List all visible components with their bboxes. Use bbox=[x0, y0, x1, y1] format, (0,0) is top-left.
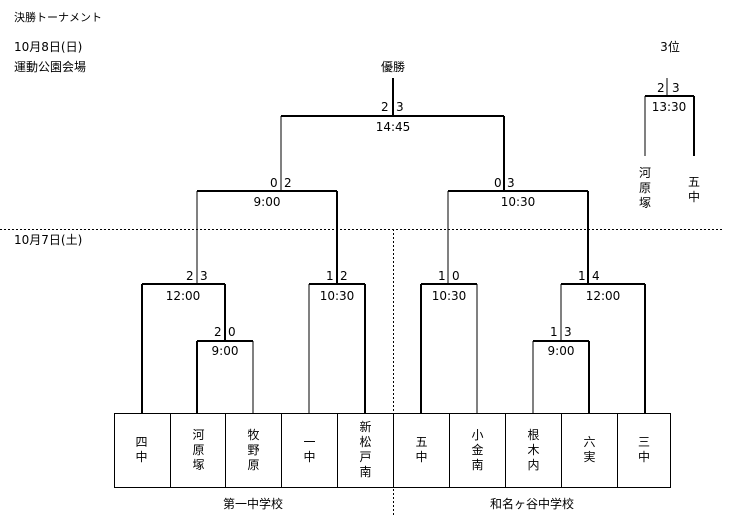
final-score-right: 3 bbox=[396, 100, 404, 114]
team-cell: 小金南 bbox=[449, 413, 505, 487]
qf4-time: 12:00 bbox=[585, 289, 621, 303]
qf2-time: 10:30 bbox=[319, 289, 355, 303]
qf1-score-left: 2 bbox=[186, 269, 194, 283]
team-table bbox=[114, 413, 671, 488]
team-cell: 牧野原 bbox=[225, 413, 281, 487]
third-score-right: 3 bbox=[672, 81, 680, 95]
qf1-score-right: 3 bbox=[200, 269, 208, 283]
venue-name: 運動公園会場 bbox=[14, 60, 87, 74]
semi2-score-left: 0 bbox=[494, 176, 502, 190]
team-name: 一中 bbox=[303, 435, 316, 464]
semi2-score-right: 3 bbox=[507, 176, 515, 190]
qf2-score-right: 2 bbox=[340, 269, 348, 283]
team-name: 根木内 bbox=[527, 427, 540, 472]
r1b-score-right: 3 bbox=[564, 325, 572, 339]
team-name: 五中 bbox=[415, 435, 428, 464]
team-name: 牧野原 bbox=[247, 427, 260, 472]
team-name: 三中 bbox=[637, 435, 650, 464]
final-time: 14:45 bbox=[375, 120, 411, 134]
team-name: 新松戸南 bbox=[359, 420, 372, 479]
semi1-time: 9:00 bbox=[253, 195, 281, 209]
r1b-score-left: 1 bbox=[550, 325, 558, 339]
qf3-time: 10:30 bbox=[431, 289, 467, 303]
semi1-score-left: 0 bbox=[270, 176, 278, 190]
championship-label: 優勝 bbox=[380, 60, 406, 74]
r1a-score-right: 0 bbox=[228, 325, 236, 339]
third-team-left: 河原塚 bbox=[638, 166, 651, 210]
team-name: 四中 bbox=[135, 435, 148, 464]
bracket-title: 決勝トーナメント bbox=[14, 11, 102, 24]
qf4-score-left: 1 bbox=[578, 269, 586, 283]
team-cell: 一中 bbox=[281, 413, 337, 487]
r1b-time: 9:00 bbox=[547, 344, 575, 358]
day2-date: 10月8日(日) bbox=[14, 40, 83, 54]
team-cell: 五中 bbox=[393, 413, 449, 487]
qf4-score-right: 4 bbox=[592, 269, 600, 283]
qf3-score-left: 1 bbox=[438, 269, 446, 283]
qf3-score-right: 0 bbox=[452, 269, 460, 283]
team-cell: 新松戸南 bbox=[337, 413, 393, 487]
r1a-score-left: 2 bbox=[214, 325, 222, 339]
venue-left-label: 第一中学校 bbox=[222, 497, 284, 511]
day1-date: 10月7日(土) bbox=[14, 233, 83, 247]
semi2-time: 10:30 bbox=[500, 195, 536, 209]
team-cell: 三中 bbox=[617, 413, 670, 487]
final-score-left: 2 bbox=[381, 100, 389, 114]
third-time: 13:30 bbox=[651, 100, 687, 114]
team-cell: 四中 bbox=[114, 413, 169, 487]
qf1-time: 12:00 bbox=[165, 289, 201, 303]
qf2-score-left: 1 bbox=[326, 269, 334, 283]
third-team-right: 五中 bbox=[687, 175, 700, 204]
team-cell: 河原塚 bbox=[170, 413, 226, 487]
team-cell: 六実 bbox=[561, 413, 617, 487]
team-cell: 根木内 bbox=[505, 413, 561, 487]
third-place-label: 3位 bbox=[660, 40, 680, 54]
team-name: 河原塚 bbox=[192, 427, 205, 472]
venue-right-label: 和名ヶ谷中学校 bbox=[489, 497, 575, 511]
r1a-time: 9:00 bbox=[211, 344, 239, 358]
team-name: 六実 bbox=[583, 435, 596, 464]
team-name: 小金南 bbox=[471, 427, 484, 472]
semi1-score-right: 2 bbox=[284, 176, 292, 190]
third-score-left: 2 bbox=[657, 81, 665, 95]
